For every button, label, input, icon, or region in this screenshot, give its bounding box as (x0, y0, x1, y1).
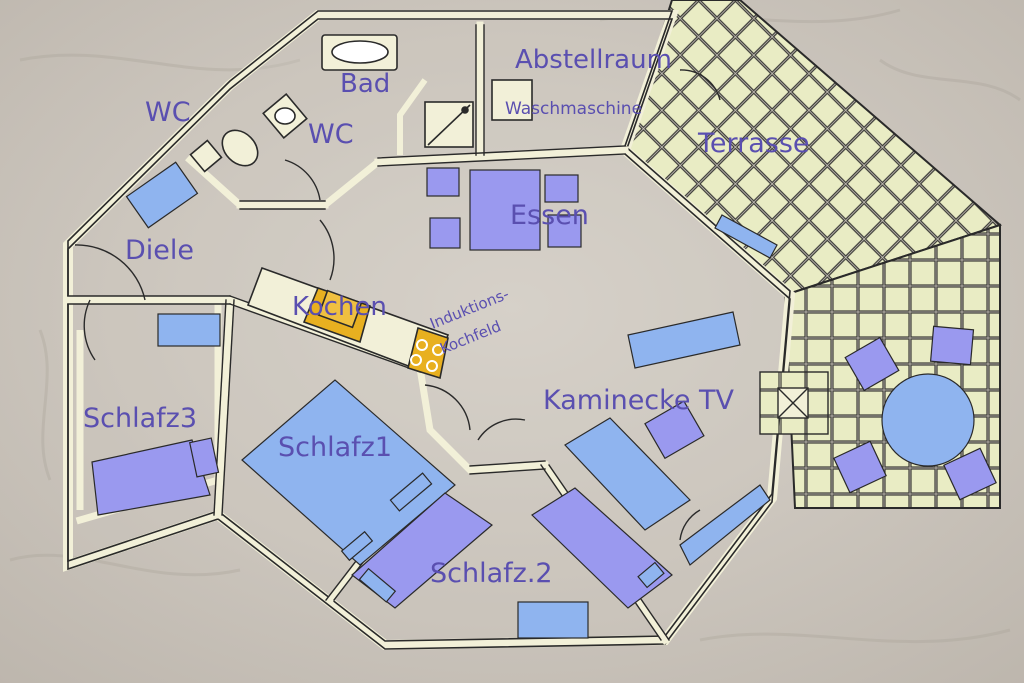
armchair (644, 400, 705, 460)
desk (517, 601, 589, 639)
terrace-chair (833, 440, 887, 494)
sofa-top (627, 311, 741, 369)
terrace-chair (929, 325, 975, 366)
single-bed (531, 487, 673, 609)
kitchen-counter (246, 266, 450, 380)
wc-cistern-left (189, 139, 223, 173)
label-schlafz3: Schlafz3 (83, 403, 197, 434)
label-kaminecke-tv: Kaminecke TV (543, 385, 734, 416)
washing-machine (491, 79, 533, 121)
terrace-furniture (714, 214, 997, 501)
bedroom-2-furniture (517, 487, 673, 639)
wardrobe (157, 313, 221, 347)
label-waschmaschine: Waschmaschine (505, 99, 643, 119)
living-furniture (564, 311, 771, 566)
single-bed (91, 439, 211, 516)
dining-chair (544, 174, 579, 203)
label-abstellraum: Abstellraum (515, 45, 672, 75)
label-schlafz2: Schlafz.2 (430, 558, 553, 589)
label-essen: Essen (510, 200, 589, 231)
terrace-chair (844, 336, 900, 392)
label-terrasse: Terrasse (698, 128, 810, 159)
double-bed (241, 379, 456, 566)
label-bad: Bad (340, 69, 391, 99)
wc-bowl-left (221, 129, 259, 167)
dining-table (469, 169, 541, 251)
label-kochen: Kochen (292, 292, 387, 322)
sofa-bottom (564, 417, 691, 531)
tv-board (679, 484, 771, 566)
door-swings (74, 69, 721, 541)
terrace-bench (714, 214, 778, 259)
hall-cabinet (125, 161, 199, 229)
dining-chair (547, 214, 582, 248)
dining-chair (429, 217, 461, 249)
terrace-table (881, 373, 975, 467)
label-wc-left: WC (145, 97, 191, 128)
bedroom-3-furniture (76, 161, 221, 516)
fireplace (759, 371, 829, 435)
sanitary-fixtures (189, 34, 533, 173)
label-diele: Diele (125, 235, 195, 266)
terrace-chair (943, 447, 997, 501)
bedroom-1-furniture (241, 379, 493, 609)
dining-furniture (426, 167, 582, 251)
label-wc-right: WC (308, 119, 354, 150)
label-schlafz1: Schlafz1 (278, 432, 392, 463)
dining-chair (426, 167, 460, 197)
